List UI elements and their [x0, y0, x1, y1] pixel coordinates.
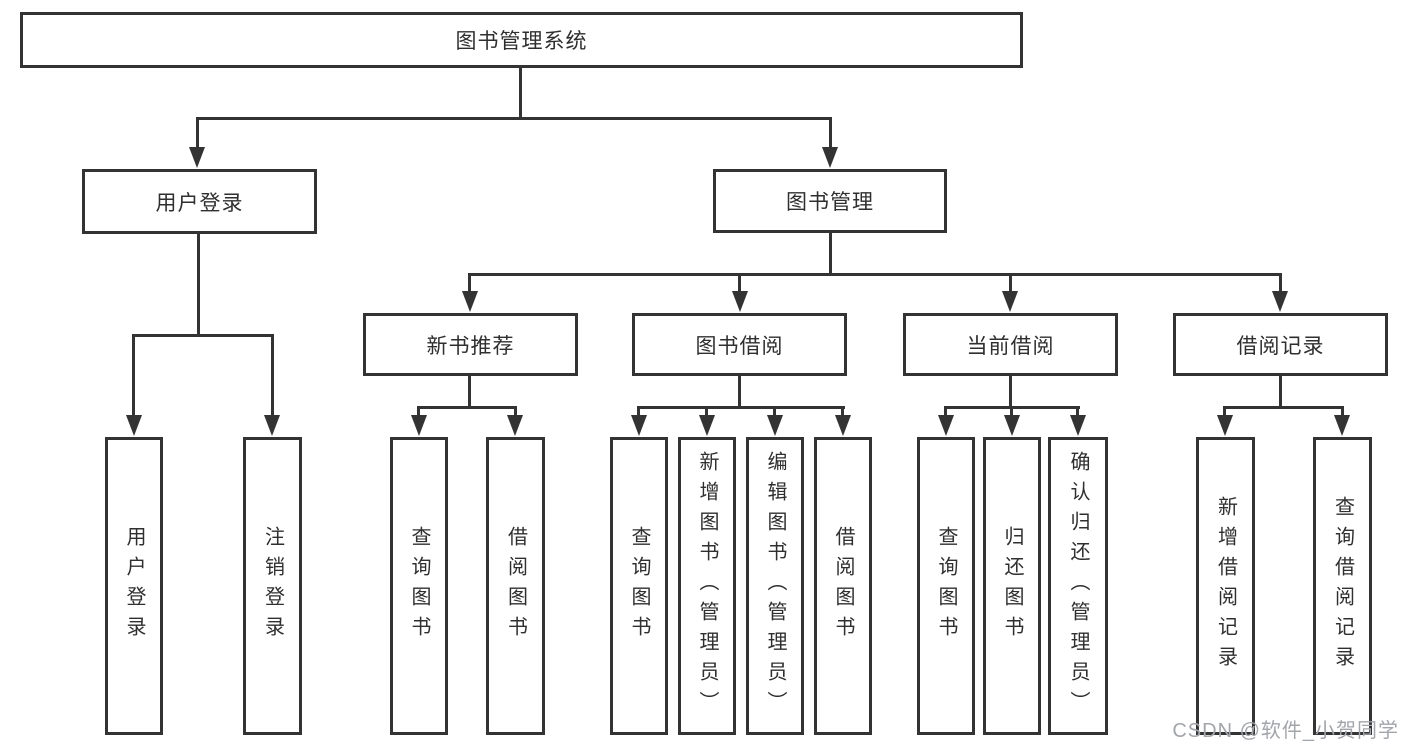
node-book-borrowing: 图书借阅: [632, 313, 847, 376]
node-borrowing-query-books: 查询图书: [610, 437, 668, 735]
connector-vline: [271, 334, 274, 417]
node-return-books: 归还图书: [983, 437, 1041, 735]
arrow-down-icon: [732, 291, 748, 312]
connector-vline: [773, 406, 776, 417]
connector-vline: [514, 406, 517, 417]
arrow-down-icon: [126, 415, 142, 436]
node-current-borrowing: 当前借阅: [903, 313, 1118, 376]
arrow-down-icon: [189, 147, 205, 168]
node-add-borrow-record: 新增借阅记录: [1196, 437, 1255, 735]
node-user-login-action: 用户登录: [105, 437, 163, 735]
node-recommend-query-books: 查询图书: [390, 437, 448, 735]
connector-vline: [637, 406, 640, 417]
connector-vline: [738, 273, 741, 293]
connector-vline: [197, 234, 200, 337]
watermark: CSDN @软件_小贺同学: [1172, 720, 1399, 742]
node-book-management: 图书管理: [713, 169, 947, 233]
arrow-down-icon: [631, 415, 647, 436]
connector-vline: [1279, 376, 1282, 408]
arrow-down-icon: [835, 415, 851, 436]
arrow-down-icon: [767, 415, 783, 436]
connector-vline: [1341, 406, 1344, 417]
connector-vline: [841, 406, 844, 417]
node-query-borrow-record: 查询借阅记录: [1313, 437, 1372, 735]
arrow-down-icon: [1002, 291, 1018, 312]
node-user-login: 用户登录: [82, 169, 317, 234]
node-recommend-borrow-books: 借阅图书: [486, 437, 545, 735]
arrow-down-icon: [1217, 415, 1233, 436]
connector-vline: [468, 273, 471, 293]
connector-vline: [417, 406, 420, 417]
connector-hline: [637, 406, 845, 409]
node-new-book-recommend: 新书推荐: [363, 313, 578, 376]
connector-vline: [705, 406, 708, 417]
arrow-down-icon: [462, 291, 478, 312]
connector-vline: [1009, 273, 1012, 293]
arrow-down-icon: [822, 147, 838, 168]
arrow-down-icon: [1004, 415, 1020, 436]
connector-hline: [417, 406, 517, 409]
connector-vline: [1076, 406, 1079, 417]
arrow-down-icon: [1070, 415, 1086, 436]
arrow-down-icon: [699, 415, 715, 436]
node-confirm-return-admin: 确认归还（管理员）: [1048, 437, 1108, 735]
node-library-management-system: 图书管理系统: [20, 12, 1023, 68]
node-edit-books-admin: 编辑图书（管理员）: [746, 437, 804, 735]
connector-vline: [829, 233, 832, 276]
node-borrowing-borrow-books: 借阅图书: [814, 437, 872, 735]
connector-hline: [468, 273, 1282, 276]
connector-vline: [1279, 273, 1282, 293]
connector-vline: [196, 117, 199, 150]
node-borrowing-records: 借阅记录: [1173, 313, 1388, 376]
arrow-down-icon: [264, 415, 280, 436]
connector-vline: [738, 376, 741, 408]
node-logout-action: 注销登录: [243, 437, 302, 735]
connector-hline: [132, 334, 274, 337]
node-current-query-books: 查询图书: [917, 437, 975, 735]
arrow-down-icon: [938, 415, 954, 436]
connector-vline: [1009, 376, 1012, 408]
arrow-down-icon: [507, 415, 523, 436]
connector-hline: [1223, 406, 1344, 409]
arrow-down-icon: [411, 415, 427, 436]
connector-vline: [1223, 406, 1226, 417]
connector-vline: [519, 68, 522, 120]
node-add-books-admin: 新增图书（管理员）: [678, 437, 736, 735]
connector-vline: [944, 406, 947, 417]
connector-vline: [829, 117, 832, 150]
connector-vline: [132, 334, 135, 417]
arrow-down-icon: [1334, 415, 1350, 436]
connector-hline: [196, 117, 831, 120]
connector-vline: [468, 376, 471, 408]
connector-vline: [1010, 406, 1013, 417]
arrow-down-icon: [1272, 291, 1288, 312]
